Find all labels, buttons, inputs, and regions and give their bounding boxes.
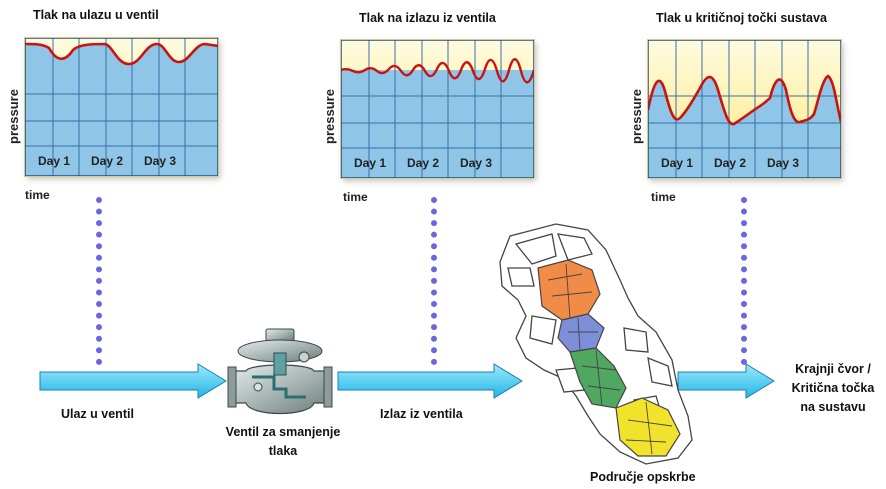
chart-2-plot	[341, 40, 534, 178]
connector-2-dotted-line	[431, 197, 437, 365]
chart-3-ylabel: pressure	[629, 89, 644, 144]
connector-1-dotted-line	[96, 197, 102, 365]
label-end-node-line-3: na sustavu	[800, 400, 866, 414]
label-end-node-line-1: Krajnji čvor /	[795, 362, 871, 376]
chart-1-xlabel: time	[25, 188, 50, 202]
chart-2-title: Tlak na izlazu iz ventila	[359, 11, 496, 25]
chart-2-pressure-curve	[341, 58, 534, 84]
pressure-reducing-valve-icon	[227, 328, 333, 415]
chart-2-outlet-pressure: Day 1 Day 2 Day 3	[341, 40, 534, 178]
label-end-node-line-2: Kritična točka	[791, 381, 875, 395]
chart-3-critical-pressure: Day 1 Day 2 Day 3	[648, 40, 841, 178]
chart-3-title: Tlak u kritičnoj točki sustava	[656, 11, 827, 25]
zone-green	[569, 347, 627, 409]
chart-1-plot	[25, 38, 218, 176]
supply-area-map-icon	[499, 223, 693, 465]
label-valve-line-2: tlaka	[268, 444, 298, 458]
chart-3-plot	[648, 40, 841, 178]
chart-1-day-1: Day 1	[38, 154, 71, 168]
chart-3-day-3: Day 3	[767, 156, 800, 170]
chart-1-ylabel: pressure	[6, 89, 21, 144]
chart-2-grid	[341, 40, 534, 178]
connector-3-dotted-line	[741, 197, 747, 365]
chart-1-title: Tlak na ulazu u ventil	[33, 8, 159, 22]
chart-2-blue-area	[341, 70, 534, 178]
chart-3-blue-area	[648, 76, 841, 178]
chart-1-blue-area	[25, 44, 218, 176]
chart-2-day-2: Day 2	[407, 156, 440, 170]
chart-3-day-2: Day 2	[714, 156, 747, 170]
chart-3-grid	[648, 40, 841, 178]
chart-2-ylabel: pressure	[322, 89, 337, 144]
chart-1-inlet-pressure: Day 1 Day 2 Day 3	[25, 38, 218, 176]
chart-2-day-1: Day 1	[354, 156, 387, 170]
label-valve-line-1: Ventil za smanjenje	[225, 425, 341, 439]
chart-1-day-3: Day 3	[144, 154, 177, 168]
chart-3-xlabel: time	[651, 190, 676, 204]
label-valve: Ventil za smanjenje tlaka	[208, 423, 358, 461]
chart-2-day-3: Day 3	[460, 156, 493, 170]
label-end-node: Krajnji čvor / Kritična točka na sustavu	[783, 360, 883, 417]
label-outlet: Izlaz iz ventila	[380, 407, 463, 421]
arrow-inlet	[39, 363, 227, 399]
chart-3-day-1: Day 1	[661, 156, 694, 170]
zone-orange	[537, 259, 601, 321]
arrow-outlet	[337, 363, 523, 399]
chart-3-pressure-curve	[648, 74, 841, 126]
label-supply-area: Područje opskrbe	[590, 470, 696, 484]
arrow-end-node	[677, 363, 775, 399]
chart-1-pressure-curve	[25, 42, 218, 66]
label-inlet: Ulaz u ventil	[61, 407, 134, 421]
chart-2-xlabel: time	[343, 190, 368, 204]
chart-1-day-2: Day 2	[91, 154, 124, 168]
